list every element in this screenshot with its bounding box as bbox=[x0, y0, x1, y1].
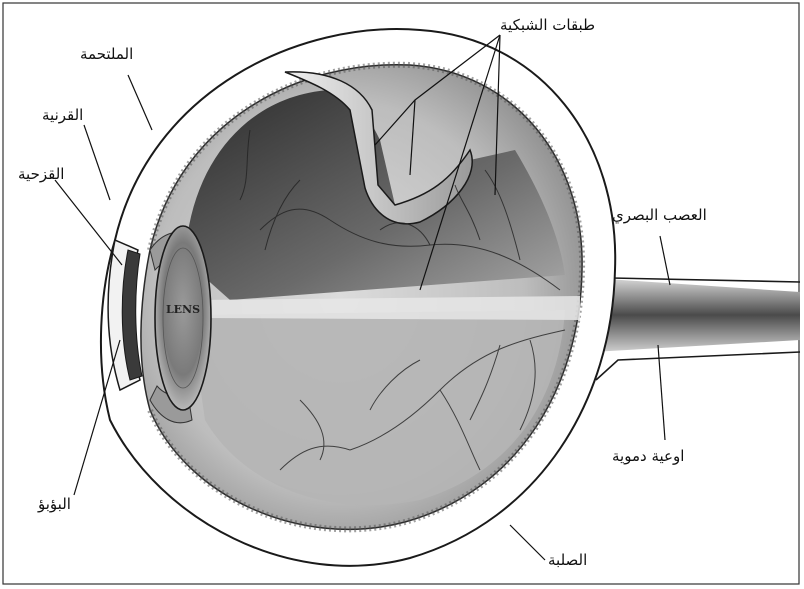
optic-nerve-bottom-edge bbox=[596, 352, 800, 380]
leader-iris bbox=[55, 180, 122, 265]
optic-nerve-top-edge bbox=[592, 262, 800, 282]
leader-cornea bbox=[84, 125, 110, 200]
leader-blood-vessels bbox=[658, 345, 665, 440]
optic-nerve-body bbox=[592, 278, 800, 352]
label-optic-nerve: العصب البصري bbox=[612, 206, 707, 224]
label-cornea: القرنية bbox=[42, 106, 83, 124]
leader-optic-nerve bbox=[660, 236, 670, 285]
visual-axis-band bbox=[200, 296, 580, 320]
label-sclera: الصلبة bbox=[548, 551, 587, 569]
label-blood-vessels: اوعية دموية bbox=[612, 447, 684, 465]
label-retina-layers: طبقات الشبكية bbox=[500, 16, 595, 34]
label-pupil: البؤبؤ bbox=[38, 495, 71, 513]
leader-conjunctiva bbox=[128, 75, 152, 130]
leader-sclera bbox=[510, 525, 545, 560]
lens-label: LENS bbox=[166, 303, 200, 316]
label-conjunctiva: الملتحمة bbox=[80, 45, 133, 63]
label-iris: القزحية bbox=[18, 165, 64, 183]
